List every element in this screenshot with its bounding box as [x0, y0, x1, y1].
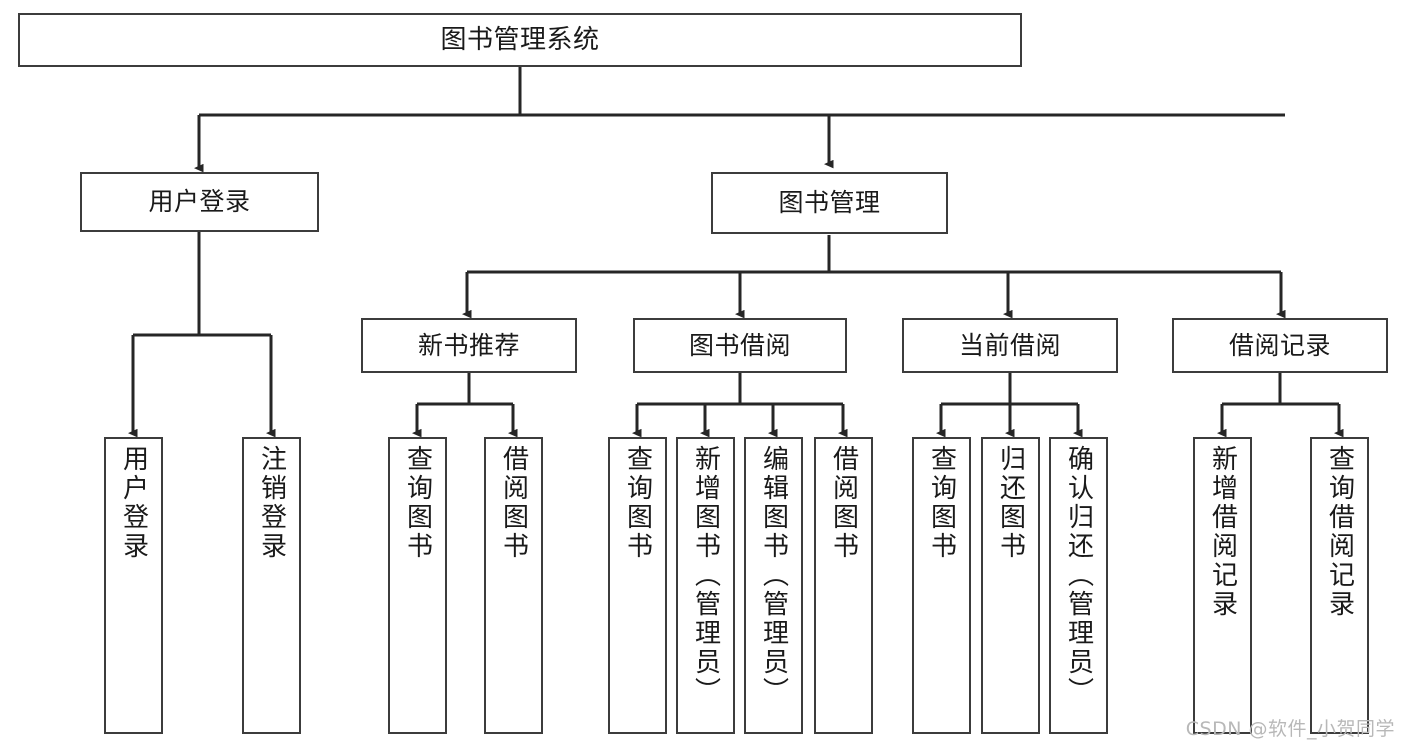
node-label: 新增图书（管理员） [690, 445, 721, 706]
leaf-logout[interactable]: 注销登录 [242, 437, 301, 734]
node-label: 借阅图书 [498, 445, 529, 561]
node-label: 图书借阅 [688, 330, 791, 360]
node-new-book-recommend[interactable]: 新书推荐 [361, 318, 577, 373]
leaf-user-login[interactable]: 用户登录 [104, 437, 163, 734]
watermark-text: CSDN @软件_小贺同学 [1185, 718, 1395, 740]
node-label: 用户登录 [118, 445, 149, 561]
node-current-borrow[interactable]: 当前借阅 [902, 318, 1118, 373]
node-label: 当前借阅 [958, 330, 1061, 360]
node-label: 归还图书 [995, 445, 1026, 561]
node-book-borrow[interactable]: 图书借阅 [633, 318, 847, 373]
leaf-add-borrow-record[interactable]: 新增借阅记录 [1193, 437, 1252, 734]
node-label: 借阅图书 [828, 445, 859, 561]
leaf-query-book-current[interactable]: 查询图书 [912, 437, 971, 734]
leaf-borrow-book-borrow[interactable]: 借阅图书 [814, 437, 873, 734]
node-label: 借阅记录 [1228, 330, 1331, 360]
node-borrow-record[interactable]: 借阅记录 [1172, 318, 1388, 373]
node-root-system[interactable]: 图书管理系统 [18, 13, 1022, 67]
node-user-login[interactable]: 用户登录 [80, 172, 319, 232]
leaf-add-book-admin[interactable]: 新增图书（管理员） [676, 437, 735, 734]
node-label: 编辑图书（管理员） [758, 445, 789, 706]
node-label: 图书管理系统 [440, 24, 600, 55]
leaf-return-book[interactable]: 归还图书 [981, 437, 1040, 734]
node-label: 查询图书 [622, 445, 653, 561]
node-label: 图书管理 [778, 188, 881, 218]
leaf-query-book-borrow[interactable]: 查询图书 [608, 437, 667, 734]
node-label: 新增借阅记录 [1207, 445, 1238, 619]
node-label: 查询图书 [402, 445, 433, 561]
leaf-query-book-recommend[interactable]: 查询图书 [388, 437, 447, 734]
node-label: 查询借阅记录 [1324, 445, 1355, 619]
leaf-borrow-book-recommend[interactable]: 借阅图书 [484, 437, 543, 734]
leaf-confirm-return-admin[interactable]: 确认归还（管理员） [1049, 437, 1108, 734]
node-label: 确认归还（管理员） [1063, 445, 1094, 706]
node-label: 新书推荐 [417, 330, 520, 360]
leaf-query-borrow-record[interactable]: 查询借阅记录 [1310, 437, 1369, 734]
leaf-edit-book-admin[interactable]: 编辑图书（管理员） [744, 437, 803, 734]
node-book-management[interactable]: 图书管理 [711, 172, 948, 234]
node-label: 查询图书 [926, 445, 957, 561]
node-label: 注销登录 [256, 445, 287, 561]
node-label: 用户登录 [148, 187, 251, 217]
